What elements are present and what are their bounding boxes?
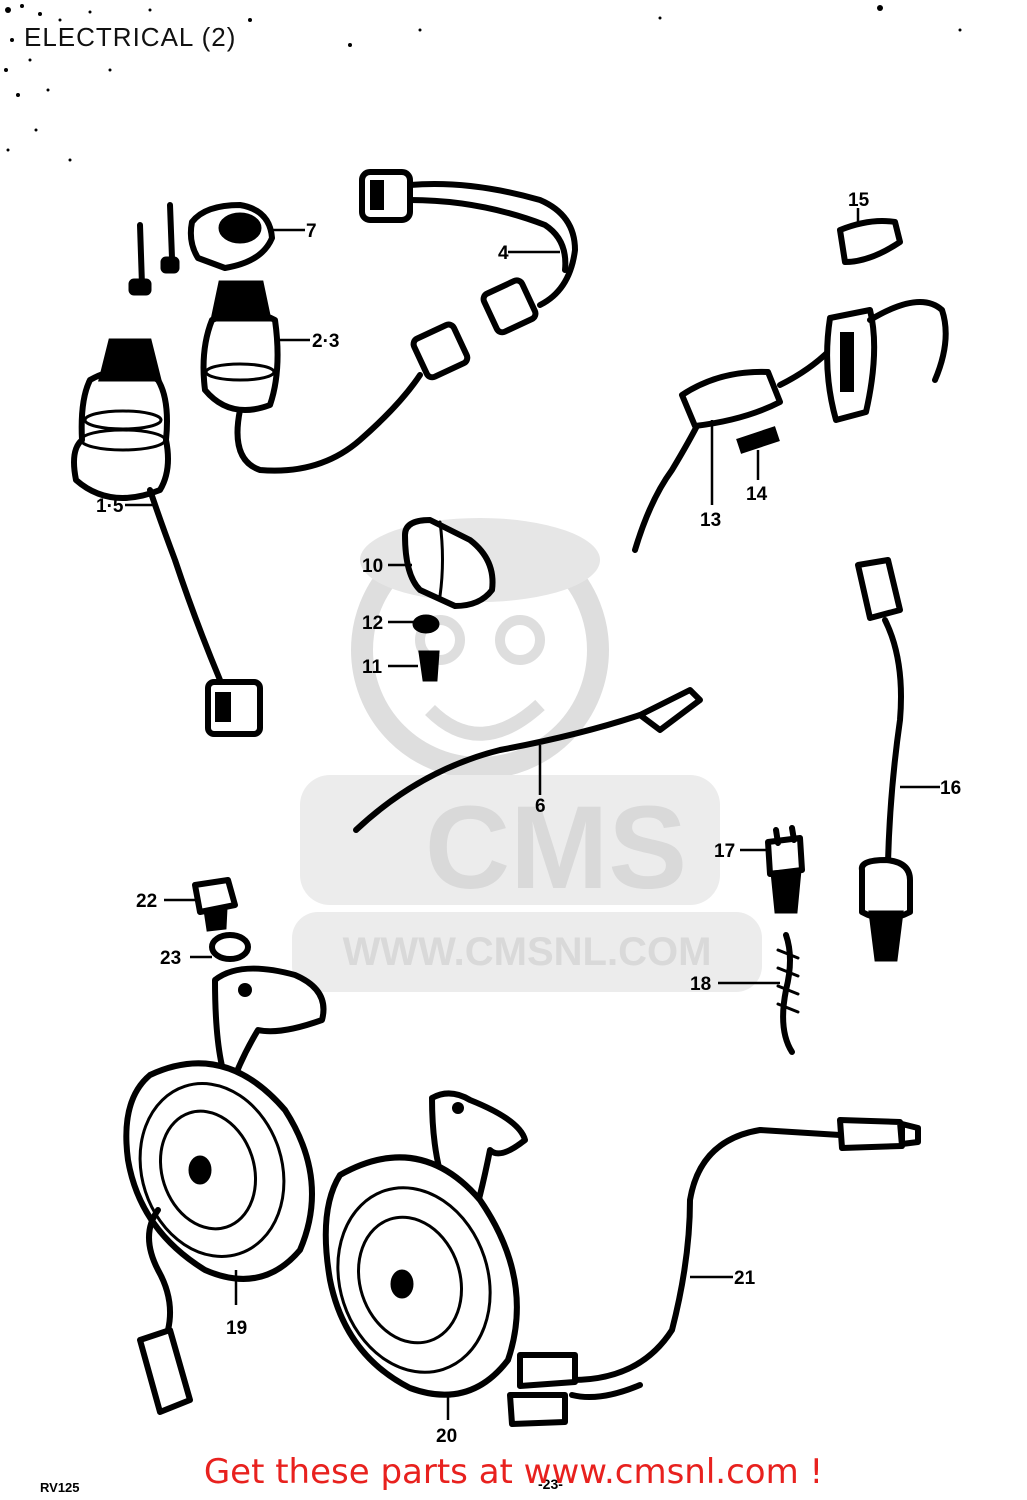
callout-17: 17: [714, 841, 735, 862]
part-neutral-switch: [855, 557, 913, 962]
callout-2-3: 2·3: [312, 331, 339, 352]
page-number: -23-: [538, 1476, 563, 1492]
callout-22: 22: [136, 891, 157, 912]
part-ignition-switch-2: [200, 277, 539, 474]
page-code: RV125: [40, 1480, 80, 1495]
part-brake-switch: [765, 825, 805, 1055]
part-horn-wire: [507, 1117, 921, 1427]
callout-23: 23: [160, 948, 181, 969]
callout-13: 13: [700, 510, 721, 531]
part-wire-lead: [353, 687, 703, 833]
leader-lines: [125, 208, 940, 1420]
callout-10: 10: [362, 556, 383, 577]
part-ignition-switch: [71, 338, 263, 737]
callout-20: 20: [436, 1426, 457, 1447]
callout-6: 6: [535, 796, 546, 817]
scan-noise: [4, 4, 962, 162]
watermark: CMS WWW.CMSNL.COM: [292, 518, 762, 992]
part-horn-right: [322, 1090, 528, 1398]
watermark-brand: CMS: [425, 782, 687, 914]
callout-19: 19: [226, 1318, 247, 1339]
watermark-url: WWW.CMSNL.COM: [343, 930, 712, 974]
part-relay: [402, 517, 496, 682]
part-switch-cover: [128, 202, 275, 296]
callout-18: 18: [690, 974, 711, 995]
shop-banner-link[interactable]: Get these parts at www.cmsnl.com !: [203, 1452, 824, 1492]
part-fuse-holder: [632, 218, 949, 553]
callout-21: 21: [734, 1268, 756, 1289]
callout-7: 7: [306, 221, 317, 242]
part-horn-left: [123, 965, 327, 1415]
callout-1-5: 1·5: [96, 496, 124, 517]
page-title: ELECTRICAL (2): [24, 22, 237, 52]
callout-4: 4: [498, 243, 509, 264]
part-bolt: [192, 877, 251, 962]
callout-14: 14: [746, 484, 768, 505]
part-wire-harness: [359, 169, 578, 308]
callout-12: 12: [362, 613, 383, 634]
callout-11: 11: [362, 657, 383, 678]
callout-15: 15: [848, 190, 870, 211]
callout-16: 16: [940, 778, 961, 799]
callouts: 7 4 2·3 1·5 15 13 14 10 12 11 6 16 17 18…: [96, 190, 961, 1447]
